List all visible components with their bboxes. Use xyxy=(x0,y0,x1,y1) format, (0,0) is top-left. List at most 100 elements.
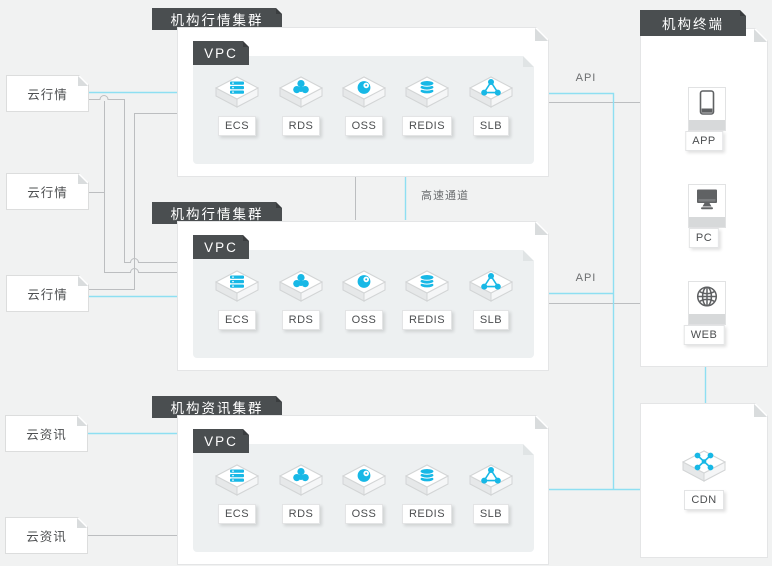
ecs-icon xyxy=(214,269,260,309)
cdn-node: CDN xyxy=(672,449,736,510)
source-label: 云行情 xyxy=(27,88,68,102)
vpc-panel xyxy=(193,444,534,552)
cluster-title: 机构资讯集群 xyxy=(152,396,282,418)
vpc-label-box: VPC xyxy=(193,429,249,453)
vpc-panel xyxy=(193,250,534,358)
source-cloud-market-3: 云行情 xyxy=(6,275,89,312)
terminal-title-text: 机构终端 xyxy=(662,17,724,32)
service-label: REDIS xyxy=(402,310,452,330)
service-label: SLB xyxy=(473,116,509,136)
device-app-tile xyxy=(688,87,726,131)
cluster-news: 机构资讯集群 VPC ECS RDS OSS REDIS SLB xyxy=(152,396,552,566)
source-label: 云资讯 xyxy=(26,428,67,442)
service-redis: REDIS xyxy=(395,75,459,136)
service-ecs: ECS xyxy=(205,269,269,330)
redis-icon xyxy=(404,269,450,309)
cluster-title: 机构行情集群 xyxy=(152,8,282,30)
source-label: 云行情 xyxy=(27,288,68,302)
oss-icon xyxy=(341,75,387,115)
api-label-top: API xyxy=(575,72,597,84)
service-oss: OSS xyxy=(332,75,396,136)
service-label: ECS xyxy=(218,504,256,524)
smartphone-icon xyxy=(689,88,725,120)
source-cloud-market-2: 云行情 xyxy=(6,173,89,210)
service-label: ECS xyxy=(218,310,256,330)
service-label: SLB xyxy=(473,310,509,330)
link-market2-to-cluster2 xyxy=(88,101,178,273)
service-redis: REDIS xyxy=(395,269,459,330)
service-label: RDS xyxy=(282,310,321,330)
terminal-card: APP PC WEB xyxy=(640,28,768,367)
monitor-icon xyxy=(689,185,725,217)
cluster-card: VPC ECS RDS OSS REDIS SLB xyxy=(177,221,549,371)
rds-icon xyxy=(278,269,324,309)
tile-base xyxy=(689,217,725,227)
source-cloud-market-1: 云行情 xyxy=(6,75,89,112)
link-api-top xyxy=(547,92,615,489)
tile-base xyxy=(689,120,725,130)
service-label: SLB xyxy=(473,504,509,524)
cdn-card: CDN xyxy=(640,403,768,558)
service-redis: REDIS xyxy=(395,463,459,524)
cluster-title-text: 机构行情集群 xyxy=(170,13,264,28)
device-label-web: WEB xyxy=(684,325,725,345)
cdn-icon xyxy=(681,449,727,489)
service-label: OSS xyxy=(345,310,384,330)
cluster-card: VPC ECS RDS OSS REDIS SLB xyxy=(177,415,549,565)
service-label: OSS xyxy=(345,116,384,136)
cluster-title: 机构行情集群 xyxy=(152,202,282,224)
link-market3-to-cluster1 xyxy=(88,113,178,290)
device-pc-tile xyxy=(688,184,726,228)
api-label-bottom: API xyxy=(575,272,597,284)
cluster-title-text: 机构资讯集群 xyxy=(170,401,264,416)
cluster-title-text: 机构行情集群 xyxy=(170,207,264,222)
cluster-card: VPC ECS RDS OSS REDIS SLB xyxy=(177,27,549,177)
oss-icon xyxy=(341,463,387,503)
service-rds: RDS xyxy=(269,269,333,330)
vpc-panel xyxy=(193,56,534,164)
vpc-label-text: VPC xyxy=(204,45,238,61)
service-label: RDS xyxy=(282,504,321,524)
service-label: OSS xyxy=(345,504,384,524)
source-label: 云行情 xyxy=(27,186,68,200)
vpc-label-text: VPC xyxy=(204,239,238,255)
service-ecs: ECS xyxy=(205,75,269,136)
service-label: RDS xyxy=(282,116,321,136)
express-channel-label: 高速通道 xyxy=(421,190,469,202)
service-slb: SLB xyxy=(459,75,523,136)
rds-icon xyxy=(278,463,324,503)
cluster-market-1: 机构行情集群 VPC ECS RDS OSS REDIS SLB xyxy=(152,8,552,178)
device-web-tile xyxy=(688,281,726,325)
vpc-label-box: VPC xyxy=(193,41,249,65)
source-cloud-news-1: 云资讯 xyxy=(5,415,88,452)
service-rds: RDS xyxy=(269,463,333,524)
source-cloud-news-2: 云资讯 xyxy=(5,517,88,554)
ecs-icon xyxy=(214,463,260,503)
cdn-label: CDN xyxy=(684,490,723,510)
service-label: ECS xyxy=(218,116,256,136)
slb-icon xyxy=(468,463,514,503)
globe-icon xyxy=(689,282,725,314)
vpc-label-text: VPC xyxy=(204,433,238,449)
service-slb: SLB xyxy=(459,463,523,524)
device-label-app: APP xyxy=(685,131,723,151)
slb-icon xyxy=(468,269,514,309)
device-label-pc: PC xyxy=(689,228,719,248)
source-label: 云资讯 xyxy=(26,530,67,544)
service-rds: RDS xyxy=(269,75,333,136)
service-label: REDIS xyxy=(402,504,452,524)
slb-icon xyxy=(468,75,514,115)
service-ecs: ECS xyxy=(205,463,269,524)
redis-icon xyxy=(404,463,450,503)
redis-icon xyxy=(404,75,450,115)
oss-icon xyxy=(341,269,387,309)
ecs-icon xyxy=(214,75,260,115)
terminal-panel: APP PC WEB 机构终端 xyxy=(640,10,766,366)
service-oss: OSS xyxy=(332,269,396,330)
terminal-title: 机构终端 xyxy=(640,10,746,36)
rds-icon xyxy=(278,75,324,115)
cluster-market-2: 机构行情集群 VPC ECS RDS OSS REDIS SLB xyxy=(152,202,552,372)
service-oss: OSS xyxy=(332,463,396,524)
